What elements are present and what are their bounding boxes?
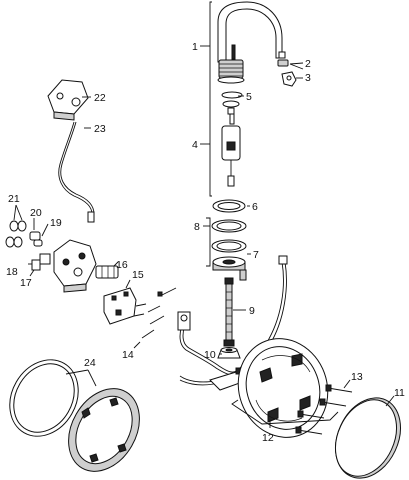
- callout-22: 22: [94, 92, 106, 104]
- screw-set-part: [295, 384, 353, 435]
- callout-9: 9: [249, 305, 255, 317]
- callout-5: 5: [246, 91, 252, 103]
- callout-18: 18: [6, 266, 18, 278]
- callout-10: 10: [204, 349, 216, 361]
- cartridge-part: [221, 125, 241, 187]
- cover-disc-part: [335, 397, 401, 479]
- callout-23: 23: [94, 123, 106, 135]
- callout-8: 8: [194, 221, 200, 233]
- callout-6: 6: [252, 201, 258, 213]
- callout-14: 14: [122, 349, 134, 361]
- callout-12: 12: [262, 432, 274, 444]
- aerator-part: [277, 59, 297, 87]
- callout-24: 24: [84, 357, 96, 369]
- callout-3: 3: [305, 72, 311, 84]
- valve-bracket-part: [103, 287, 147, 325]
- washer-stack-part: [211, 199, 247, 281]
- spout-part: [217, 1, 286, 84]
- escutcheon-ring-part: [9, 359, 140, 472]
- o-ring-set-part: [5, 220, 43, 248]
- callout-20: 20: [30, 207, 42, 219]
- callout-13: 13: [351, 371, 363, 383]
- callout-4: 4: [192, 139, 198, 151]
- threaded-rod-part: [217, 277, 241, 359]
- bracket-screw-part: [141, 287, 177, 339]
- seal-ring-part: [221, 91, 243, 125]
- callout-2: 2: [305, 58, 311, 70]
- control-box-part: [47, 79, 89, 121]
- hose-clip-part: [177, 311, 191, 331]
- mounting-plate-part: [237, 338, 329, 438]
- solenoid-valve-part: [95, 265, 119, 279]
- callout-21: 21: [8, 193, 20, 205]
- callout-1: 1: [192, 41, 198, 53]
- callout-16: 16: [116, 259, 128, 271]
- callout-19: 19: [50, 217, 62, 229]
- callout-7: 7: [253, 249, 259, 261]
- valve-body-part: [31, 239, 97, 293]
- callout-17: 17: [20, 277, 32, 289]
- callout-15: 15: [132, 269, 144, 281]
- callout-11: 11: [394, 387, 405, 399]
